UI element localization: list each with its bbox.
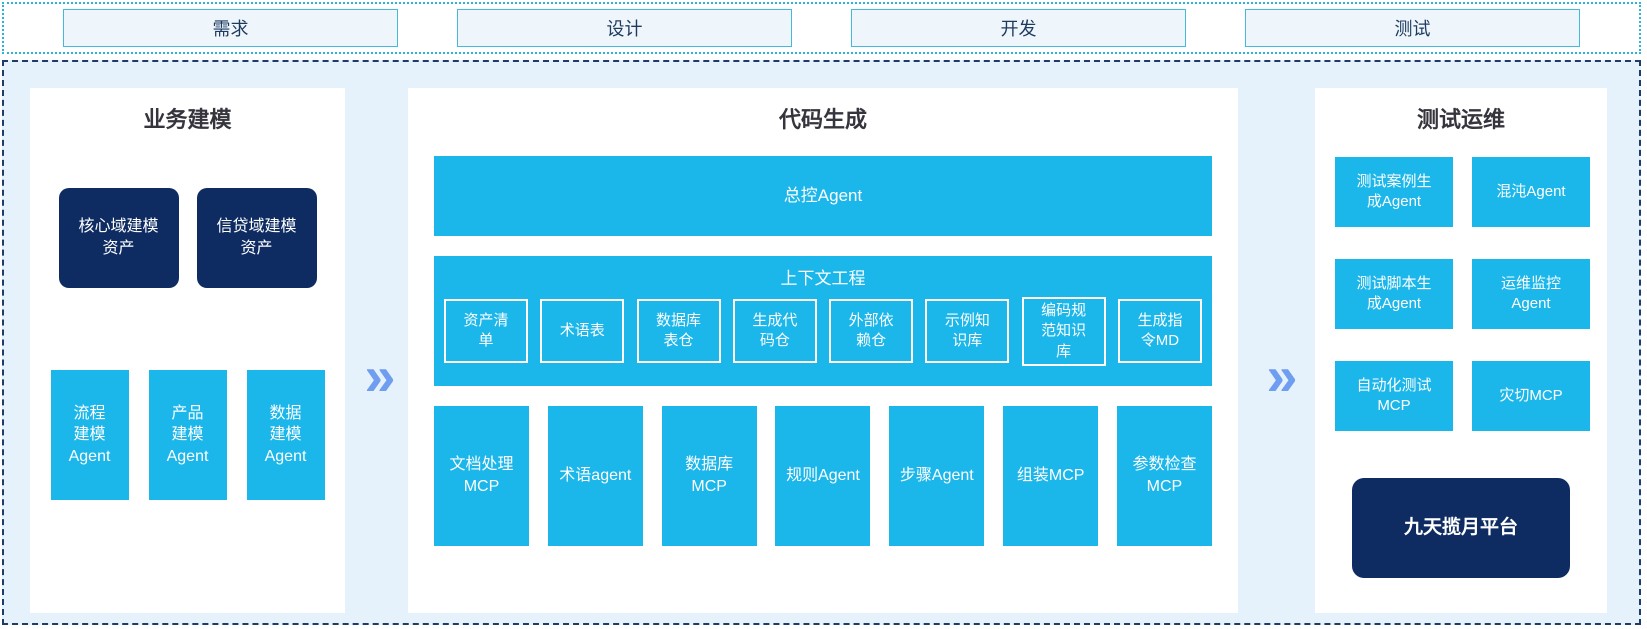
- context-engineering-title: 上下文工程: [780, 269, 866, 288]
- chaos-agent-box: 混沌Agent: [1472, 157, 1590, 227]
- worker-boxes-row: 文档处理 MCP 术语agent 数据库 MCP 规则Agent 步骤Agent…: [434, 406, 1212, 546]
- doc-processing-mcp-box: 文档处理 MCP: [434, 406, 529, 546]
- data-modeling-agent-box: 数据 建模 Agent: [246, 370, 325, 500]
- rule-agent-box: 规则Agent: [775, 406, 871, 546]
- panel-code-generation: 代码生成 总控Agent 上下文工程 资产清 单 术语表 数据库 表仓 生成代 …: [408, 88, 1238, 613]
- param-check-mcp-box: 参数检查 MCP: [1116, 406, 1212, 546]
- context-items-row: 资产清 单 术语表 数据库 表仓 生成代 码仓 外部依 赖仓 示例知 识库 编码…: [444, 297, 1202, 366]
- phase-box-development: 开发: [851, 9, 1186, 47]
- ops-monitoring-agent-box: 运维监控 Agent: [1472, 259, 1590, 329]
- panel-business-modeling: 业务建模 核心域建模 资产 信贷域建模 资产 流程 建模 Agent 产品 建模…: [30, 88, 345, 613]
- product-modeling-agent-box: 产品 建模 Agent: [148, 370, 227, 500]
- test-script-gen-agent-box: 测试脚本生 成Agent: [1335, 259, 1453, 329]
- automated-test-mcp-box: 自动化测试 MCP: [1335, 361, 1453, 431]
- context-engineering-block: 上下文工程 资产清 单 术语表 数据库 表仓 生成代 码仓 外部依 赖仓 示例知…: [434, 256, 1212, 386]
- database-mcp-box: 数据库 MCP: [661, 406, 757, 546]
- panel-test-ops: 测试运维 测试案例生 成Agent 混沌Agent 测试脚本生 成Agent 运…: [1315, 88, 1607, 613]
- glossary-box: 术语表: [540, 299, 625, 364]
- external-dependency-repo-box: 外部依 赖仓: [829, 299, 914, 364]
- phase-box-testing: 测试: [1245, 9, 1580, 47]
- example-knowledge-base-box: 示例知 识库: [925, 299, 1010, 364]
- master-control-agent-bar: 总控Agent: [434, 156, 1212, 236]
- main-container: 业务建模 核心域建模 资产 信贷域建模 资产 流程 建模 Agent 产品 建模…: [2, 60, 1641, 625]
- generate-instruction-md-box: 生成指 令MD: [1117, 299, 1202, 364]
- business-modeling-title: 业务建模: [143, 107, 232, 132]
- test-ops-title: 测试运维: [1416, 107, 1505, 132]
- test-case-gen-agent-box: 测试案例生 成Agent: [1335, 157, 1453, 227]
- code-generation-title: 代码生成: [778, 107, 867, 132]
- asset-list-box: 资产清 单: [444, 299, 528, 364]
- phase-box-requirements: 需求: [63, 9, 398, 47]
- step-agent-box: 步骤Agent: [889, 406, 985, 546]
- modeling-agents-row: 流程 建模 Agent 产品 建模 Agent 数据 建模 Agent: [30, 370, 345, 500]
- phase-box-design: 设计: [457, 9, 792, 47]
- chevron-right-icon: »: [364, 344, 395, 407]
- phase-strip: 需求 设计 开发 测试: [2, 2, 1641, 54]
- coding-standard-kb-box: 编码规 范知识 库: [1021, 297, 1106, 366]
- generated-code-repo-box: 生成代 码仓: [732, 299, 817, 364]
- asset-boxes-row: 核心域建模 资产 信贷域建模 资产: [30, 188, 345, 288]
- jiutian-lanyue-platform-box: 九天揽月平台: [1352, 478, 1570, 578]
- chevron-right-icon: »: [1266, 344, 1297, 407]
- test-ops-grid: 测试案例生 成Agent 混沌Agent 测试脚本生 成Agent 运维监控 A…: [1335, 157, 1590, 431]
- credit-domain-asset-box: 信贷域建模 资产: [196, 188, 317, 288]
- process-modeling-agent-box: 流程 建模 Agent: [50, 370, 129, 500]
- assembly-mcp-box: 组装MCP: [1003, 406, 1099, 546]
- glossary-agent-box: 术语agent: [547, 406, 643, 546]
- database-table-repo-box: 数据库 表仓: [636, 299, 721, 364]
- core-domain-asset-box: 核心域建模 资产: [58, 188, 179, 288]
- disaster-switch-mcp-box: 灾切MCP: [1472, 361, 1590, 431]
